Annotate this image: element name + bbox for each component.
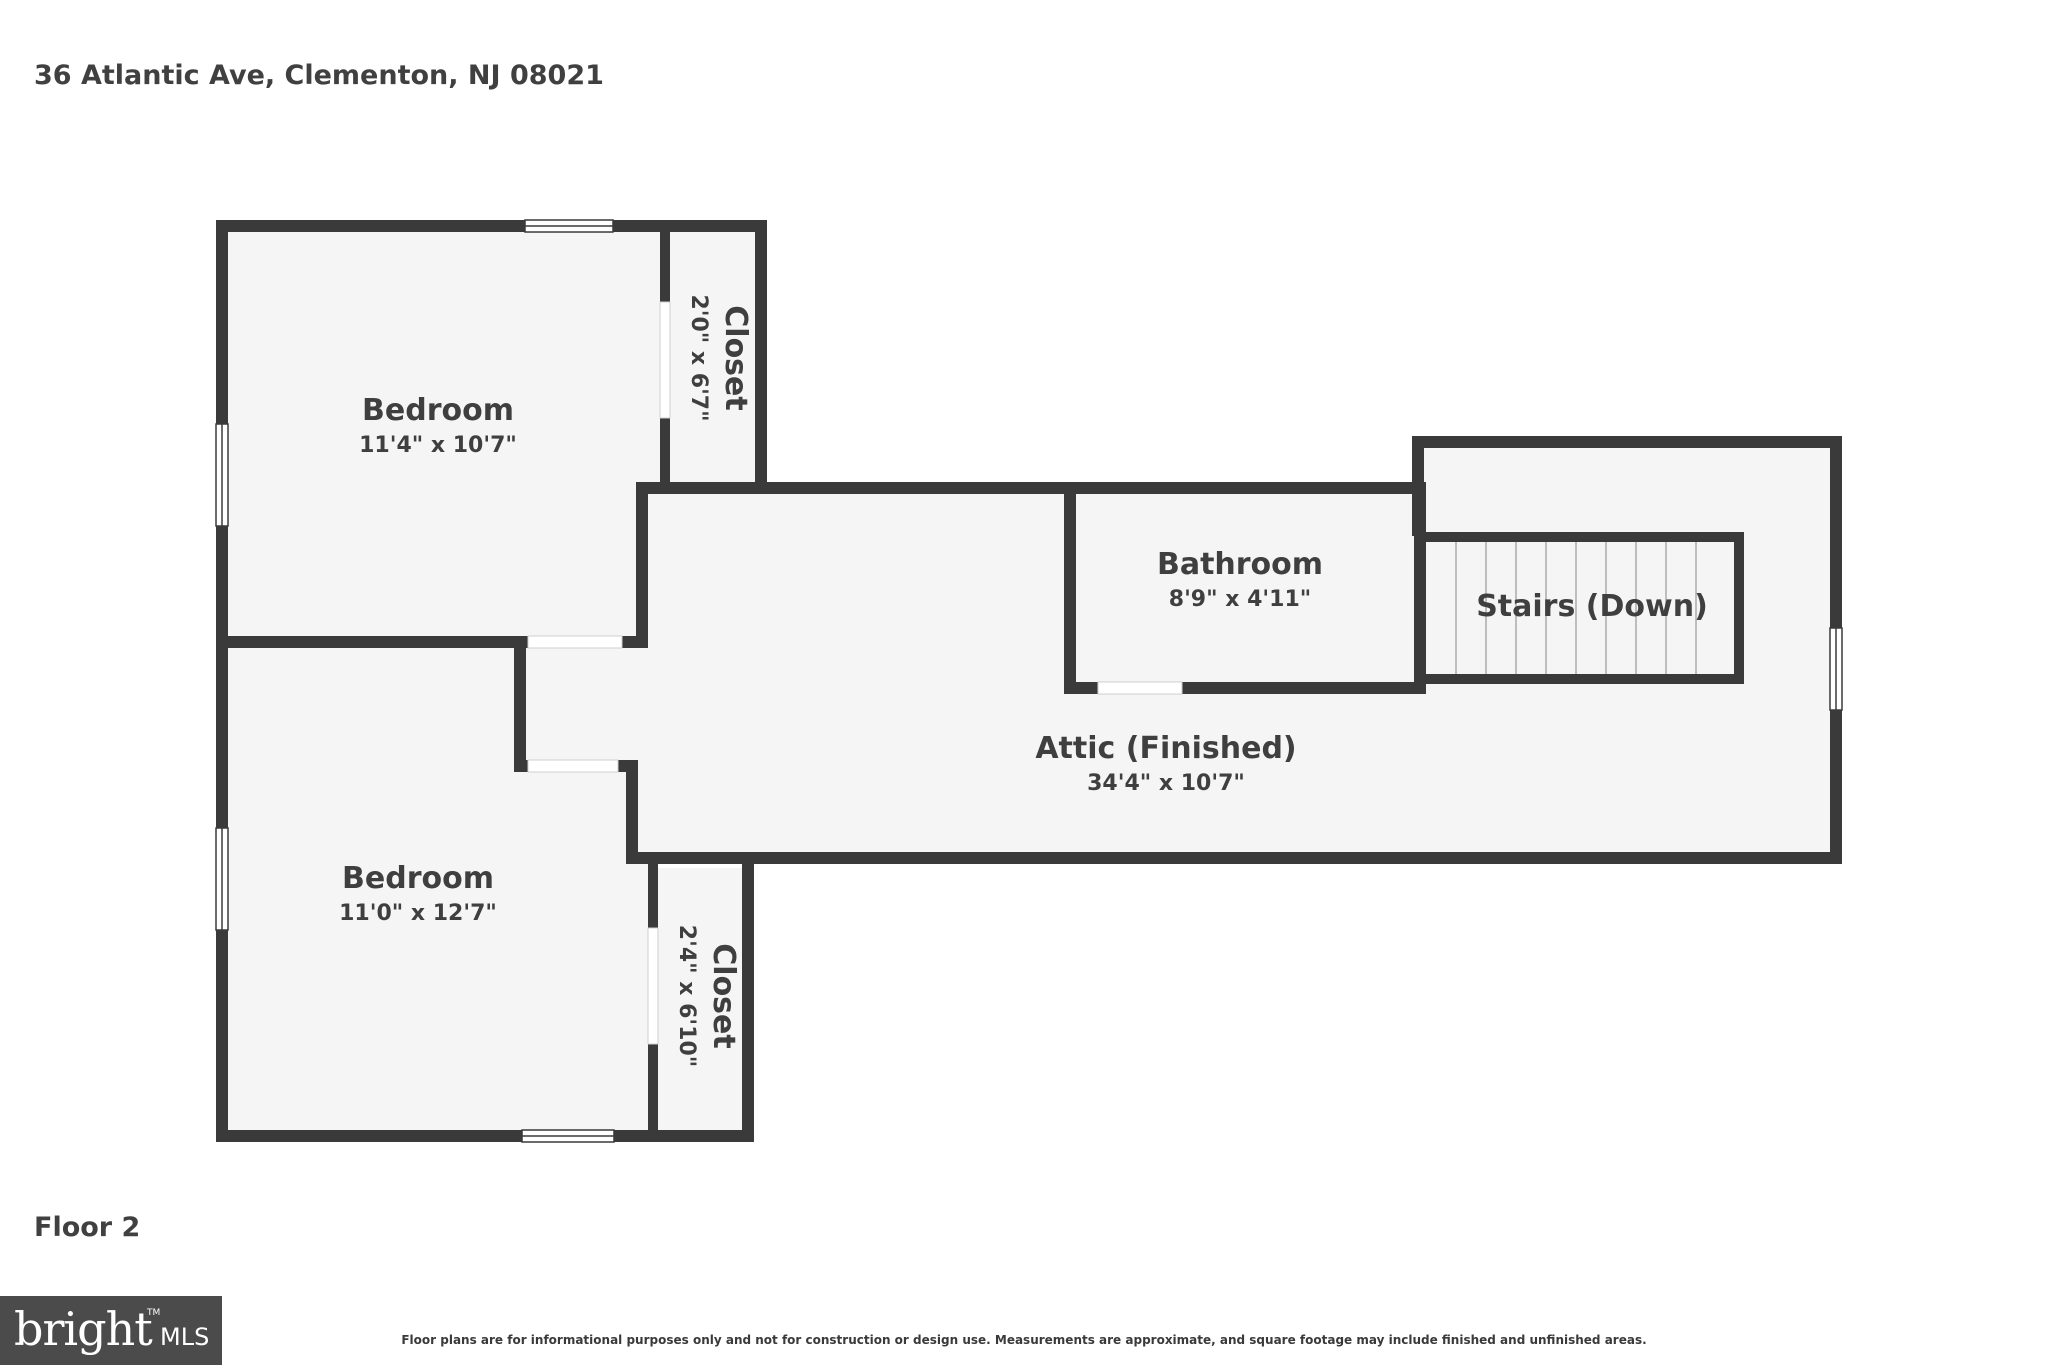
wall bbox=[514, 636, 526, 772]
bedroom-1-label: Bedroom bbox=[362, 393, 514, 428]
closet-1-dims: 2'0" x 6'7" bbox=[686, 294, 711, 421]
doors bbox=[527, 301, 1183, 1045]
bathroom-dims: 8'9" x 4'11" bbox=[1169, 587, 1311, 612]
closet-1-floor bbox=[668, 228, 762, 483]
windows bbox=[215, 219, 1843, 1143]
window bbox=[215, 423, 229, 527]
stairs-label: Stairs (Down) bbox=[1476, 589, 1708, 624]
wall bbox=[636, 482, 648, 648]
wall bbox=[1416, 532, 1744, 542]
wall bbox=[216, 220, 767, 232]
closet-1-door bbox=[659, 301, 671, 419]
floor-label: Floor 2 bbox=[34, 1212, 141, 1243]
window bbox=[215, 827, 229, 931]
property-address: 36 Atlantic Ave, Clementon, NJ 08021 bbox=[34, 60, 604, 91]
closet-2-door bbox=[647, 927, 659, 1045]
bedroom-2-door bbox=[527, 759, 619, 773]
closet-2-label-group: Closet 2'4" x 6'10" bbox=[674, 925, 741, 1067]
bathroom-door bbox=[1097, 681, 1183, 695]
wall bbox=[1734, 532, 1744, 684]
attic-label: Attic (Finished) bbox=[1035, 731, 1296, 766]
wall bbox=[1064, 482, 1076, 694]
logo-tm: TM bbox=[147, 1308, 161, 1318]
wall bbox=[742, 856, 754, 1142]
wall bbox=[216, 1130, 754, 1142]
closet-1-label-group: Closet 2'0" x 6'7" bbox=[686, 294, 753, 421]
window bbox=[521, 1129, 615, 1143]
wall bbox=[626, 852, 1842, 864]
bathroom-label: Bathroom bbox=[1157, 547, 1323, 582]
window bbox=[1829, 627, 1843, 711]
hallway-floor bbox=[522, 644, 626, 768]
disclaimer: Floor plans are for informational purpos… bbox=[401, 1333, 1647, 1347]
closet-2-floor bbox=[658, 868, 746, 1134]
wall bbox=[626, 760, 638, 864]
bedroom-1-floor bbox=[224, 228, 664, 640]
logo-word: bright bbox=[14, 1302, 153, 1356]
wall bbox=[1412, 436, 1842, 448]
wall bbox=[1414, 482, 1426, 694]
closet-2-dims: 2'4" x 6'10" bbox=[674, 925, 699, 1067]
wall bbox=[755, 220, 767, 492]
closet-1-label: Closet bbox=[718, 305, 753, 410]
wall bbox=[636, 482, 1424, 494]
logo-mls: MLS bbox=[160, 1323, 210, 1351]
window bbox=[524, 219, 614, 233]
bedroom-1-door bbox=[527, 635, 623, 649]
wall bbox=[1416, 674, 1744, 684]
bright-mls-logo: bright TM MLS bbox=[0, 1296, 222, 1365]
bedroom-2-dims: 11'0" x 12'7" bbox=[339, 901, 497, 926]
bedroom-2-label: Bedroom bbox=[342, 861, 494, 896]
attic-extension-floor bbox=[1424, 448, 1834, 852]
wall bbox=[216, 220, 228, 1142]
closet-2-label: Closet bbox=[706, 943, 741, 1048]
attic-dims: 34'4" x 10'7" bbox=[1087, 771, 1245, 796]
bedroom-1-dims: 11'4" x 10'7" bbox=[359, 433, 517, 458]
stair-treads bbox=[1455, 542, 1697, 674]
